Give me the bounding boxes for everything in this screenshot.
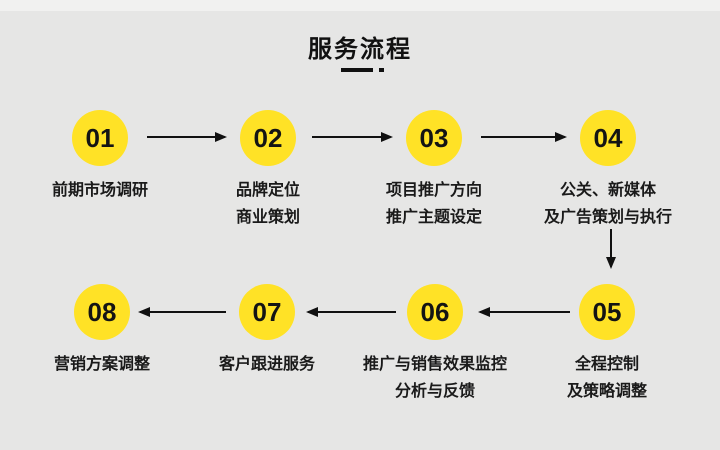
step-02-circle: 02 bbox=[239, 110, 296, 166]
step-02-label: 品牌定位 商业策划 bbox=[235, 182, 301, 226]
arrow-left-icon-07-08 bbox=[140, 311, 226, 313]
step-05-number: 05 bbox=[592, 296, 622, 327]
step-03-number: 03 bbox=[419, 122, 449, 153]
top-strip bbox=[0, 0, 720, 11]
step-01-number: 01 bbox=[85, 122, 115, 153]
step-04-label: 公关、新媒体 及广告策划与执行 bbox=[543, 182, 673, 226]
arrow-left-icon-06-07 bbox=[308, 311, 396, 313]
arrow-right-icon-02-03 bbox=[312, 136, 391, 138]
step-06-circle: 06 bbox=[406, 284, 463, 340]
step-08: 08 营销方案调整 bbox=[54, 284, 150, 378]
step-08-circle: 08 bbox=[73, 284, 130, 340]
step-05-label: 全程控制 及策略调整 bbox=[566, 356, 648, 400]
step-04-circle: 04 bbox=[579, 110, 636, 166]
step-03-circle: 03 bbox=[405, 110, 462, 166]
step-06-label: 推广与销售效果监控 分析与反馈 bbox=[362, 356, 508, 400]
step-03-label: 项目推广方向 推广主题设定 bbox=[385, 182, 483, 226]
step-04-number: 04 bbox=[593, 122, 623, 153]
step-04: 04 公关、新媒体 及广告策划与执行 bbox=[544, 110, 672, 231]
step-08-number: 08 bbox=[87, 296, 117, 327]
arrow-left-icon-05-06 bbox=[480, 311, 570, 313]
step-01-label: 前期市场调研 bbox=[51, 182, 149, 199]
arrow-down-icon-04-05 bbox=[610, 229, 612, 267]
step-07-circle: 07 bbox=[238, 284, 295, 340]
step-08-label: 营销方案调整 bbox=[53, 356, 151, 373]
arrow-right-icon-03-04 bbox=[481, 136, 565, 138]
title-underline-dot bbox=[379, 68, 384, 72]
step-02-number: 02 bbox=[253, 122, 283, 153]
step-03: 03 项目推广方向 推广主题设定 bbox=[386, 110, 482, 231]
step-07-label: 客户跟进服务 bbox=[218, 356, 316, 373]
step-01: 01 前期市场调研 bbox=[52, 110, 148, 204]
step-06: 06 推广与销售效果监控 分析与反馈 bbox=[363, 284, 507, 405]
step-02: 02 品牌定位 商业策划 bbox=[236, 110, 300, 231]
step-05: 05 全程控制 及策略调整 bbox=[567, 284, 647, 405]
page-title: 服务流程 bbox=[308, 36, 412, 63]
arrow-right-icon-01-02 bbox=[147, 136, 225, 138]
step-07: 07 客户跟进服务 bbox=[219, 284, 315, 378]
step-05-circle: 05 bbox=[578, 284, 635, 340]
step-01-circle: 01 bbox=[71, 110, 128, 166]
title-underline-bar bbox=[341, 68, 373, 72]
step-07-number: 07 bbox=[252, 296, 282, 327]
step-06-number: 06 bbox=[420, 296, 450, 327]
